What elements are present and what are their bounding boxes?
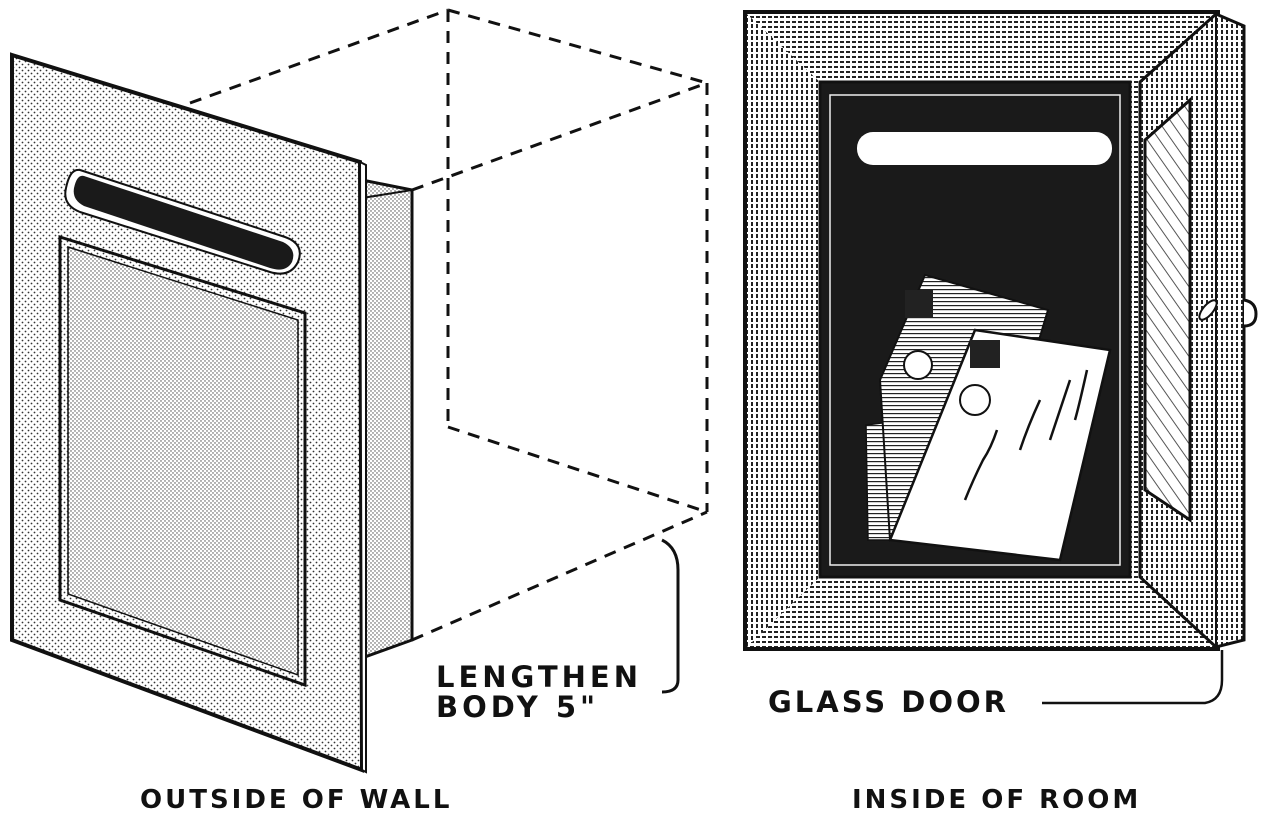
outside-of-wall-caption: OUTSIDE OF WALL <box>140 785 453 815</box>
letters <box>865 273 1112 562</box>
inset-panel-inner <box>67 245 299 677</box>
inside-of-room-caption: INSIDE OF ROOM <box>852 785 1142 815</box>
door-latch <box>1198 299 1218 321</box>
glass-door-leader <box>1042 650 1224 705</box>
frame-left <box>747 14 820 647</box>
plate-edge <box>358 160 367 774</box>
inner-slot <box>857 132 1112 165</box>
glass-door-annotation: GLASS DOOR <box>768 685 1010 719</box>
lengthen-line-1: LENGTHEN <box>436 660 642 694</box>
mail-slot <box>64 168 301 275</box>
outside-view <box>10 8 709 774</box>
door-knob <box>1243 298 1258 328</box>
inset-panel-outer <box>58 234 307 688</box>
glass-door <box>1138 12 1258 649</box>
inside-view <box>743 10 1258 705</box>
frame-bottom <box>747 577 1216 647</box>
lengthen-line-2: BODY 5" <box>436 690 600 724</box>
frame-top <box>747 14 1216 82</box>
lengthen-bracket <box>661 538 680 694</box>
lengthen-body-annotation: LENGTHEN BODY 5" <box>436 662 642 722</box>
body-side <box>360 178 414 661</box>
envelope-front <box>888 328 1112 562</box>
dashed-extension-outline <box>189 8 709 642</box>
door-glass-pane <box>1143 96 1192 523</box>
